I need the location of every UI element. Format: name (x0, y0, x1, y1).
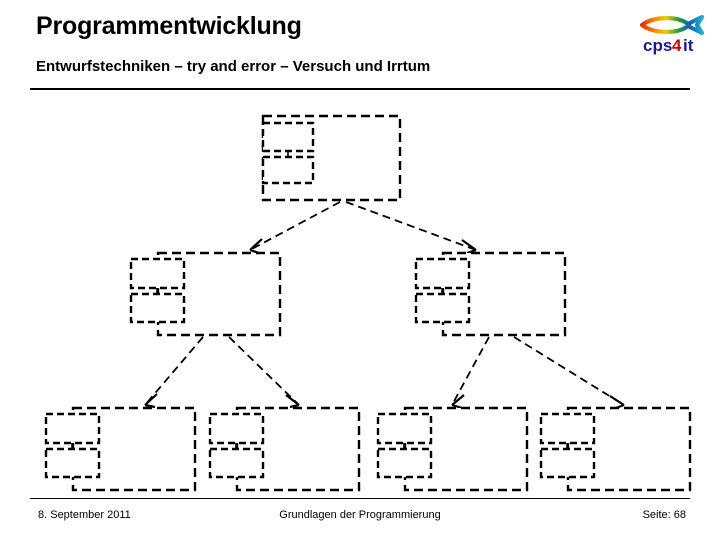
node-inner-box-top (129, 257, 186, 290)
svg-text:cps: cps (643, 36, 672, 55)
edge-mid-right-to-leaf-3 (451, 336, 490, 410)
node-inner-box-top (414, 257, 471, 290)
arrowhead-icon (609, 395, 625, 410)
node-inner-box-top (261, 121, 315, 153)
node-inner-box-bottom (539, 447, 596, 479)
footer-divider (30, 498, 690, 499)
node-inner-box-bottom (376, 447, 433, 479)
node-inner-box-bottom (414, 292, 471, 324)
svg-text:it: it (683, 36, 694, 55)
arrowhead-icon (144, 393, 158, 409)
node-inner-box-top (208, 412, 265, 445)
node-inner-box-bottom (208, 447, 265, 479)
tree-node-mid-right[interactable] (414, 251, 567, 337)
tree-node-leaf-1[interactable] (44, 406, 197, 492)
try-and-error-tree-diagram (0, 95, 720, 495)
arrowhead-icon (461, 239, 477, 255)
page-title: Programmentwicklung (36, 12, 302, 40)
logo-wordmark: cps 4 it (643, 36, 694, 55)
node-inner-box-bottom (129, 292, 186, 324)
footer-page-number: Seite: 68 (642, 509, 686, 521)
page-subtitle: Entwurfstechniken – try and error – Vers… (36, 58, 431, 75)
tree-node-leaf-2[interactable] (208, 406, 361, 492)
cps4it-logo: cps 4 it (638, 14, 712, 56)
tree-node-mid-left[interactable] (129, 251, 282, 337)
fish-icon (639, 14, 705, 36)
tree-node-leaf-4[interactable] (539, 406, 692, 492)
tree-edges (144, 201, 625, 410)
node-inner-box-top (376, 412, 433, 445)
footer-date: 8. September 2011 (38, 509, 131, 521)
svg-text:4: 4 (672, 36, 682, 55)
node-inner-box-bottom (261, 155, 315, 185)
tree-node-leaf-3[interactable] (376, 406, 529, 492)
footer-course-title: Grundlagen der Programmierung (279, 509, 441, 521)
edge-mid-left-to-leaf-2 (228, 336, 300, 409)
header-divider (30, 88, 690, 90)
node-inner-box-top (44, 412, 101, 445)
tree-node-root[interactable] (261, 114, 402, 202)
edge-mid-right-to-leaf-4 (513, 336, 625, 410)
edge-mid-left-to-leaf-1 (144, 336, 204, 409)
node-inner-box-bottom (44, 447, 101, 479)
node-inner-box-top (539, 412, 596, 445)
arrowhead-icon (451, 394, 465, 410)
edge-root-to-mid-right (345, 201, 477, 255)
edge-root-to-mid-left (249, 201, 341, 255)
arrowhead-icon (285, 394, 300, 409)
